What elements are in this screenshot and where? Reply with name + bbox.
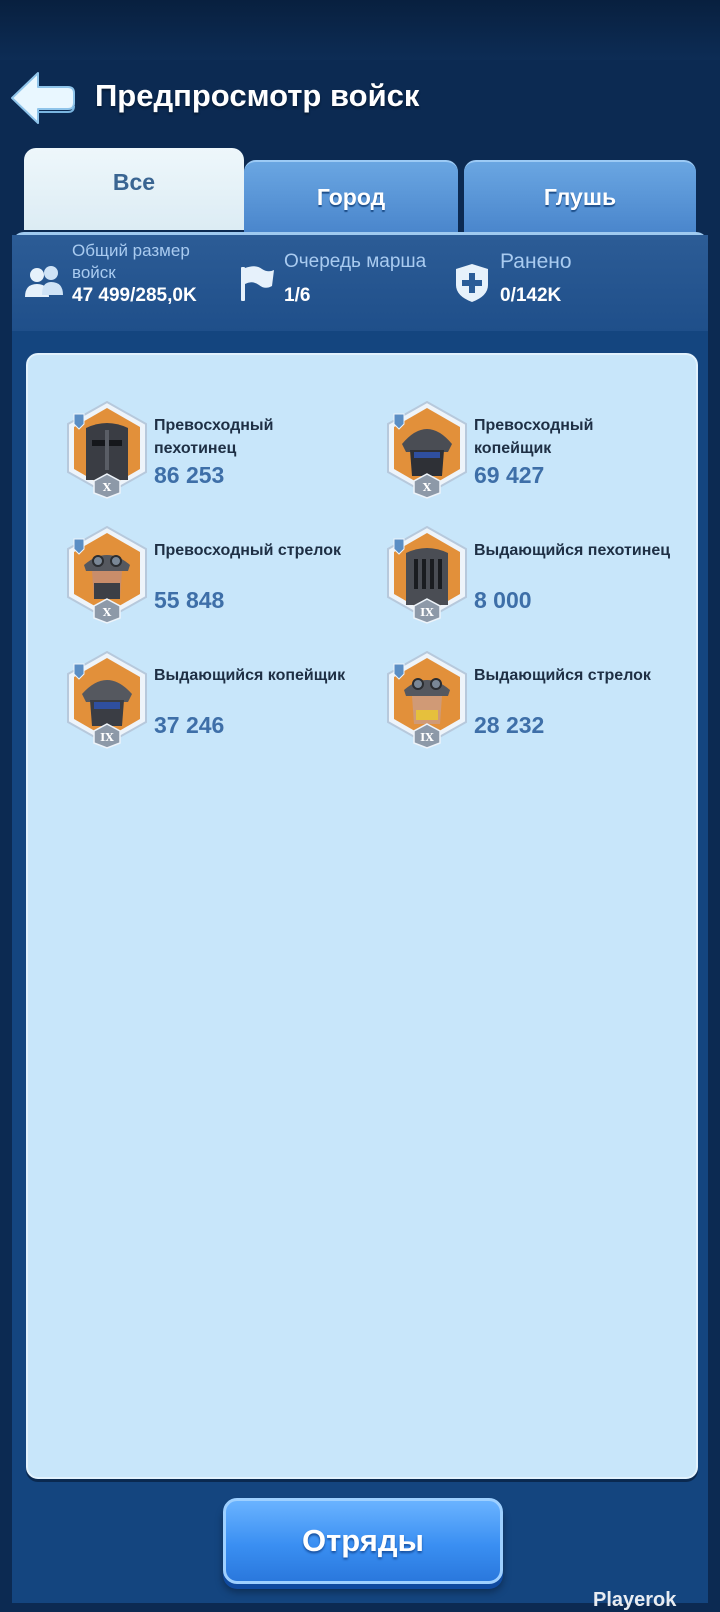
shield-icon bbox=[393, 538, 405, 555]
spear-icon bbox=[393, 413, 405, 430]
spear-icon bbox=[73, 663, 85, 680]
stat-total-label: Общий размер войск bbox=[72, 241, 190, 282]
troop-count: 28 232 bbox=[474, 712, 545, 738]
stat-march-value: 1/6 bbox=[284, 285, 311, 306]
tab-all[interactable]: Все bbox=[24, 148, 244, 230]
stat-total-value: 47 499/285,0K bbox=[72, 285, 197, 306]
infantry-portrait: X bbox=[67, 400, 147, 499]
svg-text:IX: IX bbox=[100, 731, 114, 744]
page-title: Предпросмотр войск bbox=[95, 78, 420, 113]
troop-name: Превосходный пехотинец bbox=[154, 417, 274, 457]
stat-wounded: Ранено 0/142K bbox=[450, 235, 700, 331]
stat-march-queue: Очередь марша 1/6 bbox=[234, 235, 454, 331]
stat-wounded-value: 0/142K bbox=[500, 285, 562, 306]
svg-text:IX: IX bbox=[420, 731, 434, 744]
troop-count: 86 253 bbox=[154, 462, 225, 488]
squads-button[interactable]: Отряды bbox=[223, 1498, 503, 1584]
troop-count: 8 000 bbox=[474, 587, 532, 613]
flag-icon bbox=[241, 266, 274, 301]
archer-portrait: IX bbox=[387, 650, 467, 749]
svg-text:X: X bbox=[423, 481, 432, 494]
svg-text:X: X bbox=[103, 481, 112, 494]
troop-name: Выдающийся копейщик bbox=[154, 667, 346, 684]
troop-card[interactable]: IX Выдающийся копейщик 37 246 bbox=[62, 650, 362, 760]
medical-cross-icon bbox=[456, 264, 488, 302]
troop-name: Превосходный стрелок bbox=[154, 542, 342, 559]
troop-card[interactable]: X Превосходный копейщик 69 427 bbox=[382, 400, 682, 510]
bow-icon bbox=[393, 663, 405, 680]
troop-card[interactable]: X Превосходный пехотинец 86 253 bbox=[62, 400, 362, 510]
tab-wilderness[interactable]: Глушь bbox=[464, 160, 696, 232]
troop-count: 37 246 bbox=[154, 712, 225, 738]
watermark: Playerok bbox=[593, 1589, 677, 1611]
troop-name: Превосходный копейщик bbox=[474, 417, 594, 457]
status-bar-area bbox=[0, 0, 720, 60]
shield-icon bbox=[73, 413, 85, 430]
archer-portrait: X bbox=[67, 525, 147, 624]
stats-bar: Общий размер войск 47 499/285,0K Очередь… bbox=[12, 235, 708, 331]
tab-city[interactable]: Город bbox=[244, 160, 458, 232]
troop-card[interactable]: IX Выдающийся стрелок 28 232 bbox=[382, 650, 682, 760]
stat-march-label: Очередь марша bbox=[284, 251, 427, 272]
infantry-portrait: IX bbox=[387, 525, 467, 624]
svg-text:IX: IX bbox=[420, 606, 434, 619]
stat-wounded-label: Ранено bbox=[500, 250, 572, 273]
troop-name: Выдающийся стрелок bbox=[474, 667, 651, 684]
back-arrow-icon bbox=[11, 72, 75, 124]
troop-count: 55 848 bbox=[154, 587, 225, 613]
bow-icon bbox=[73, 538, 85, 555]
svg-text:X: X bbox=[103, 606, 112, 619]
back-button[interactable] bbox=[8, 70, 78, 126]
troop-list: X Превосходный пехотинец 86 253 X Превос… bbox=[26, 353, 698, 1479]
troop-name: Выдающийся пехотинец bbox=[474, 542, 671, 559]
pikeman-portrait: IX bbox=[67, 650, 147, 749]
pikeman-portrait: X bbox=[387, 400, 467, 499]
troop-card[interactable]: X Превосходный стрелок 55 848 bbox=[62, 525, 362, 635]
stat-total-troops: Общий размер войск 47 499/285,0K bbox=[12, 235, 232, 331]
troop-count: 69 427 bbox=[474, 462, 545, 488]
troop-card[interactable]: IX Выдающийся пехотинец 8 000 bbox=[382, 525, 682, 635]
troops-icon bbox=[25, 266, 63, 297]
